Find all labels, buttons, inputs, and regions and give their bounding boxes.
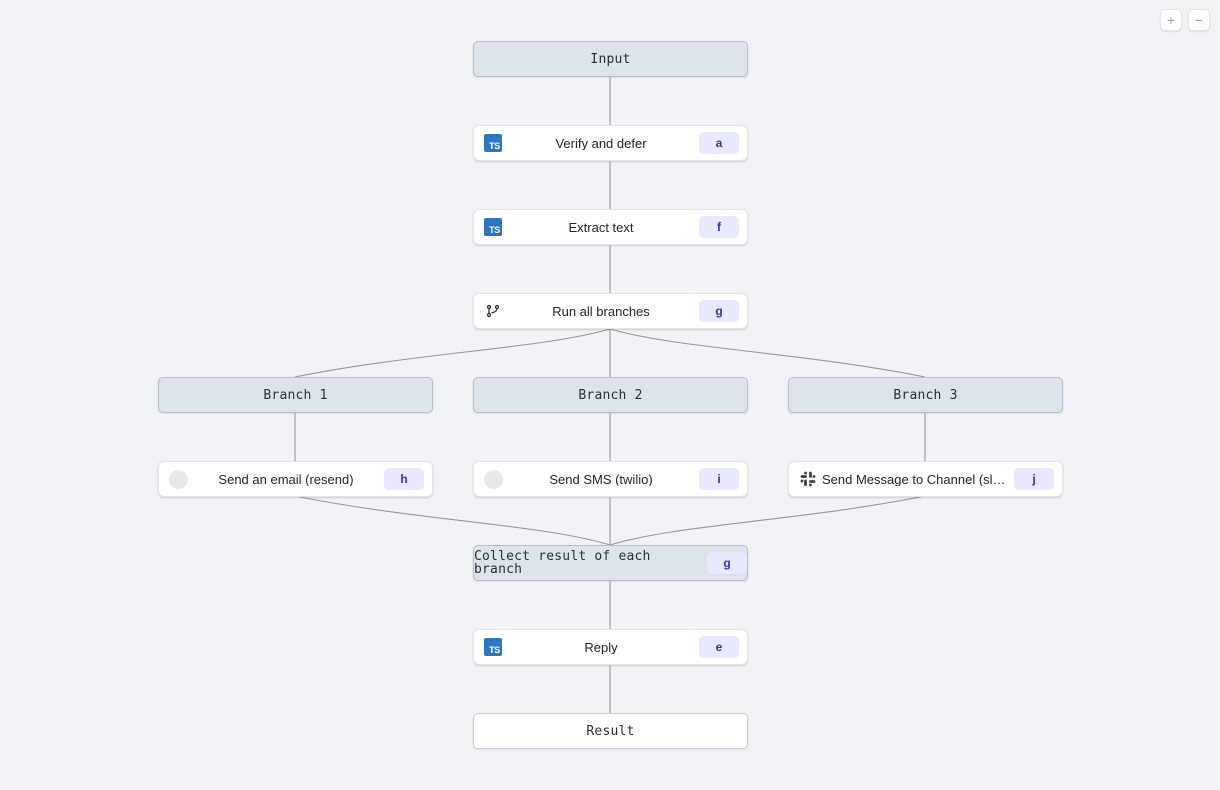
node-extract-text-label: Extract text	[568, 220, 634, 234]
node-verify-and-defer[interactable]: TS Verify and defer a	[473, 125, 748, 161]
zoom-out-button[interactable]: −	[1188, 9, 1210, 31]
node-reply[interactable]: TS Reply e	[473, 629, 748, 665]
edge-email-to-collect	[294, 495, 611, 546]
node-collect-result-label: Collect result of each branch	[474, 549, 651, 577]
node-run-all-branches[interactable]: Run all branches g	[473, 293, 748, 329]
node-reply-badge: e	[699, 636, 739, 658]
typescript-icon: TS	[483, 133, 503, 153]
edge-runbranches-to-branch1	[294, 328, 611, 378]
zoom-in-button[interactable]: +	[1160, 9, 1182, 31]
node-run-all-branches-badge: g	[699, 300, 739, 322]
node-extract-text[interactable]: TS Extract text f	[473, 209, 748, 245]
node-reply-label: Reply	[584, 640, 618, 654]
node-branch-3-label: Branch 3	[893, 387, 958, 403]
node-result[interactable]: Result	[473, 713, 748, 749]
node-branch-3[interactable]: Branch 3	[788, 377, 1063, 413]
branch-icon	[483, 301, 503, 321]
node-verify-and-defer-label: Verify and defer	[555, 136, 647, 150]
edge-slack-to-collect	[609, 495, 926, 546]
node-input[interactable]: Input	[473, 41, 748, 77]
node-branch-1[interactable]: Branch 1	[158, 377, 433, 413]
node-send-email[interactable]: Send an email (resend) h	[158, 461, 433, 497]
node-send-slack[interactable]: Send Message to Channel (slack) j	[788, 461, 1063, 497]
typescript-icon: TS	[483, 217, 503, 237]
typescript-icon: TS	[483, 637, 503, 657]
slack-icon	[798, 469, 818, 489]
node-send-sms-label: Send SMS (twilio)	[549, 472, 653, 486]
resend-icon	[168, 469, 188, 489]
node-extract-text-badge: f	[699, 216, 739, 238]
node-send-sms[interactable]: Send SMS (twilio) i	[473, 461, 748, 497]
node-input-label: Input	[590, 51, 631, 67]
node-send-slack-badge: j	[1014, 468, 1054, 490]
node-branch-2-label: Branch 2	[578, 387, 643, 403]
node-verify-and-defer-badge: a	[699, 132, 739, 154]
twilio-icon	[483, 469, 503, 489]
node-branch-1-label: Branch 1	[263, 387, 328, 403]
node-branch-2[interactable]: Branch 2	[473, 377, 748, 413]
node-send-email-label: Send an email (resend)	[218, 472, 354, 486]
node-run-all-branches-label: Run all branches	[552, 304, 650, 318]
zoom-controls: + −	[1160, 9, 1210, 31]
edge-runbranches-to-branch3	[609, 328, 926, 378]
node-send-email-badge: h	[384, 468, 424, 490]
node-result-label: Result	[586, 723, 635, 739]
node-collect-result-badge: g	[707, 552, 747, 574]
node-send-sms-badge: i	[699, 468, 739, 490]
node-send-slack-label: Send Message to Channel (slack)	[822, 472, 1014, 486]
node-collect-result[interactable]: Collect result of each branch g	[473, 545, 748, 581]
